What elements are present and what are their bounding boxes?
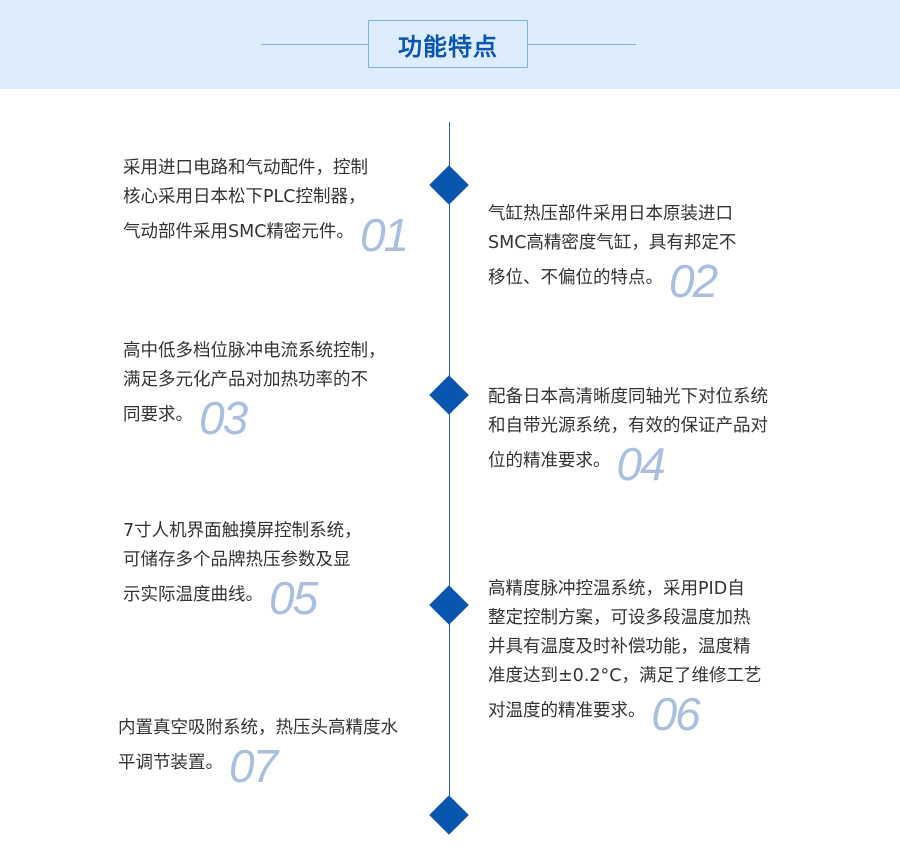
section-title: 功能特点 xyxy=(368,20,528,68)
feature-number: 07 xyxy=(229,740,278,792)
feature-05: 7寸人机界面触摸屏控制系统， 可储存多个品牌热压参数及显 示实际温度曲线。 05 xyxy=(123,517,362,621)
feature-line: 准度达到±0.2°C，满足了维修工艺 xyxy=(488,666,762,686)
feature-line: 可储存多个品牌热压参数及显 xyxy=(123,550,351,570)
feature-line: 并具有温度及时补偿功能，温度精 xyxy=(488,637,751,657)
feature-line-last: 气动部件采用SMC精密元件。01 xyxy=(123,209,409,261)
feature-line-last: 对温度的精准要求。06 xyxy=(488,691,761,737)
feature-line: 采用进口电路和气动配件，控制 xyxy=(123,158,368,178)
feature-07: 内置真空吸附系统，热压头高精度水 平调节装置。 07 xyxy=(118,714,398,789)
feature-01: 采用进口电路和气动配件，控制 核心采用日本松下PLC控制器， 气动部件采用SMC… xyxy=(123,154,409,261)
timeline-diamond-icon xyxy=(429,375,469,415)
feature-line: 7寸人机界面触摸屏控制系统， xyxy=(123,521,362,541)
feature-number: 02 xyxy=(669,255,718,307)
feature-line-last: 位的精准要求。04 xyxy=(488,441,768,487)
feature-line: 高中低多档位脉冲电流系统控制， xyxy=(123,341,386,361)
feature-line: 整定控制方案，可设多段温度加热 xyxy=(488,608,751,628)
feature-number: 06 xyxy=(651,688,701,740)
feature-02: 气缸热压部件采用日本原装进口 SMC高精密度气缸，具有邦定不 移位、不偏位的特点… xyxy=(488,200,736,304)
feature-06: 高精度脉冲控温系统，采用PID自 整定控制方案，可设多段温度加热 并具有温度及时… xyxy=(488,575,761,737)
header-band: 功能特点 xyxy=(0,0,900,89)
feature-number: 01 xyxy=(359,209,409,261)
feature-line-last: 示实际温度曲线。 05 xyxy=(123,575,362,621)
feature-line-last: 同要求。 03 xyxy=(123,395,386,441)
feature-number: 03 xyxy=(199,392,248,444)
feature-number: 05 xyxy=(269,572,318,624)
section-title-text: 功能特点 xyxy=(398,32,498,61)
feature-line-last: 移位、不偏位的特点。 02 xyxy=(488,258,736,304)
timeline-line xyxy=(449,122,450,822)
header-divider-right xyxy=(528,44,636,45)
feature-line: 核心采用日本松下PLC控制器， xyxy=(123,187,366,207)
header-divider-left xyxy=(261,44,368,45)
feature-line-text: 气动部件采用SMC精密元件。 xyxy=(123,222,354,242)
feature-line-text: 对温度的精准要求。 xyxy=(488,701,646,721)
feature-04: 配备日本高清晰度同轴光下对位系统 和自带光源系统，有效的保证产品对 位的精准要求… xyxy=(488,383,768,487)
feature-line-text: 移位、不偏位的特点。 xyxy=(488,268,663,288)
feature-line: 高精度脉冲控温系统，采用PID自 xyxy=(488,579,745,599)
feature-line: 配备日本高清晰度同轴光下对位系统 xyxy=(488,387,768,407)
feature-line-text: 同要求。 xyxy=(123,405,193,425)
feature-line-text: 示实际温度曲线。 xyxy=(123,585,263,605)
feature-line: 和自带光源系统，有效的保证产品对 xyxy=(488,416,768,436)
feature-line: 气缸热压部件采用日本原装进口 xyxy=(488,204,733,224)
feature-line-text: 平调节装置。 xyxy=(118,753,223,773)
feature-line: SMC高精密度气缸，具有邦定不 xyxy=(488,233,737,253)
timeline-diamond-icon xyxy=(429,165,469,205)
feature-line-last: 平调节装置。 07 xyxy=(118,743,398,789)
timeline-diamond-icon xyxy=(429,795,469,835)
feature-number: 04 xyxy=(616,438,666,490)
feature-line: 满足多元化产品对加热功率的不 xyxy=(123,370,368,390)
feature-line: 内置真空吸附系统，热压头高精度水 xyxy=(118,718,398,738)
feature-03: 高中低多档位脉冲电流系统控制， 满足多元化产品对加热功率的不 同要求。 03 xyxy=(123,337,386,441)
timeline-diamond-icon xyxy=(429,585,469,625)
feature-line-text: 位的精准要求。 xyxy=(488,451,611,471)
